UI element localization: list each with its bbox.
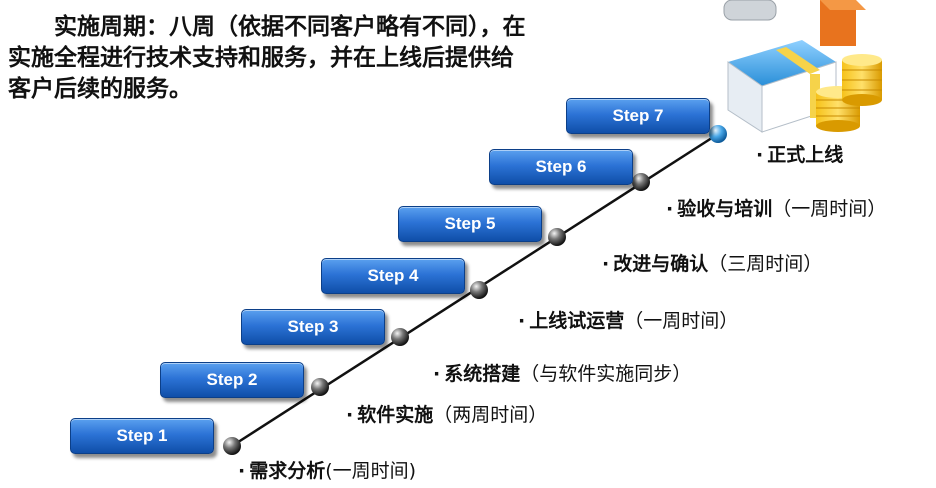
milestone-duration: （一周时间） xyxy=(772,198,887,220)
milestone-label-7: ·正式上线 xyxy=(756,140,843,167)
money-box-icon xyxy=(723,0,882,133)
milestone-dot xyxy=(470,281,488,299)
bullet: · xyxy=(756,144,764,166)
bullet: · xyxy=(238,460,246,482)
milestone-duration: （与软件实施同步） xyxy=(520,363,692,385)
milestone-label-4: ·上线试运营（一周时间） xyxy=(518,306,738,333)
milestone-name: 上线试运营 xyxy=(529,310,625,332)
milestone-label-3: ·系统搭建（与软件实施同步） xyxy=(433,359,691,386)
bullet: · xyxy=(346,404,354,426)
step-button-4[interactable]: Step 4 xyxy=(321,258,465,294)
step-button-2[interactable]: Step 2 xyxy=(160,362,304,398)
milestone-name: 正式上线 xyxy=(767,144,844,166)
milestone-dot xyxy=(311,378,329,396)
milestone-name: 改进与确认 xyxy=(613,253,709,275)
step-button-6[interactable]: Step 6 xyxy=(489,149,633,185)
step-button-1[interactable]: Step 1 xyxy=(70,418,214,454)
milestone-dot xyxy=(391,328,409,346)
milestone-duration: （一周时间） xyxy=(624,310,739,332)
milestone-dot xyxy=(709,125,727,143)
milestone-duration: （三周时间） xyxy=(708,253,823,275)
bullet: · xyxy=(602,253,610,275)
intro-text: 实施周期：八周（依据不同客户略有不同），在实施全程进行技术支持和服务，并在上线后… xyxy=(8,14,526,102)
step-button-5[interactable]: Step 5 xyxy=(398,206,542,242)
bullet: · xyxy=(433,363,441,385)
milestone-duration: (一周时间) xyxy=(325,460,417,482)
bullet: · xyxy=(518,310,526,332)
milestone-name: 需求分析 xyxy=(249,460,326,482)
milestone-name: 验收与培训 xyxy=(677,198,773,220)
bullet: · xyxy=(666,198,674,220)
milestone-label-5: ·改进与确认（三周时间） xyxy=(602,249,822,276)
step-button-3[interactable]: Step 3 xyxy=(241,309,385,345)
milestone-duration: （两周时间） xyxy=(433,404,548,426)
milestone-dot xyxy=(632,173,650,191)
step-button-7[interactable]: Step 7 xyxy=(566,98,710,134)
milestone-label-6: ·验收与培训（一周时间） xyxy=(666,194,886,221)
milestone-dot xyxy=(548,228,566,246)
milestone-label-1: ·需求分析(一周时间) xyxy=(238,456,416,483)
milestone-dot xyxy=(223,437,241,455)
milestone-label-2: ·软件实施（两周时间） xyxy=(346,400,547,427)
milestone-name: 系统搭建 xyxy=(444,363,521,385)
milestone-name: 软件实施 xyxy=(357,404,434,426)
